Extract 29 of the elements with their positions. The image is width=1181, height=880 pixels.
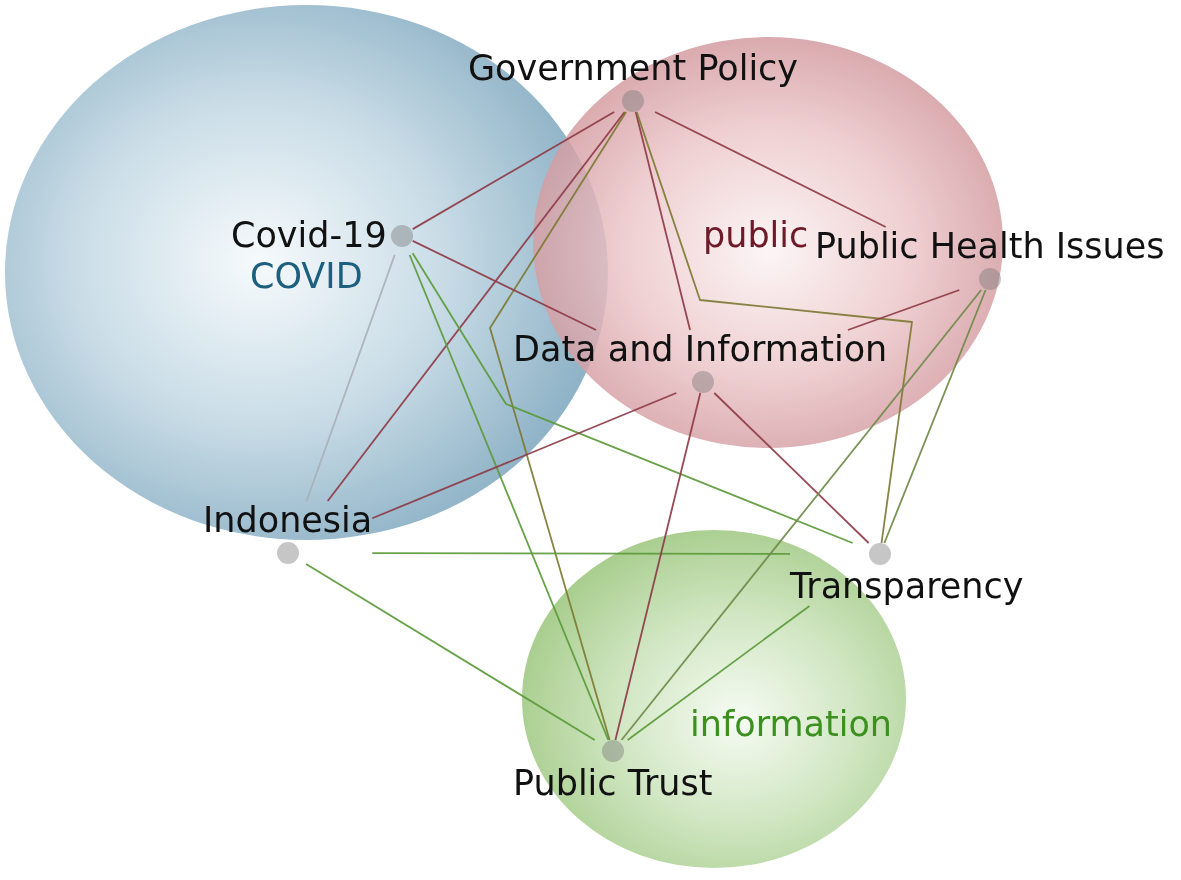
term-label: Public Trust [513,764,713,803]
cluster-label: information [690,705,892,744]
term-label: Public Health Issues [815,227,1165,266]
link-line [371,552,791,555]
link-line [305,563,596,741]
link-line [620,289,983,741]
link-line [371,392,678,520]
link-line [408,254,610,741]
link-line [305,254,396,502]
link-line [847,289,961,331]
link-line [634,111,691,331]
link-line [411,252,854,544]
link-line [411,239,597,331]
link-line [635,111,913,544]
link-line [411,111,615,230]
link-line [654,111,887,228]
link-line [614,392,702,741]
link-line [626,605,811,741]
cluster-label: COVID [250,257,363,296]
cluster-label: public [703,216,809,255]
link-line [326,111,626,502]
link-line [883,289,987,544]
link-line [489,111,627,741]
term-label: Government Policy [468,49,799,88]
term-label: Covid-19 [231,216,387,255]
link-line [713,392,870,544]
term-label: Data and Information [513,330,888,369]
term-label: Indonesia [203,501,373,540]
term-label: Transparency [790,567,1024,606]
